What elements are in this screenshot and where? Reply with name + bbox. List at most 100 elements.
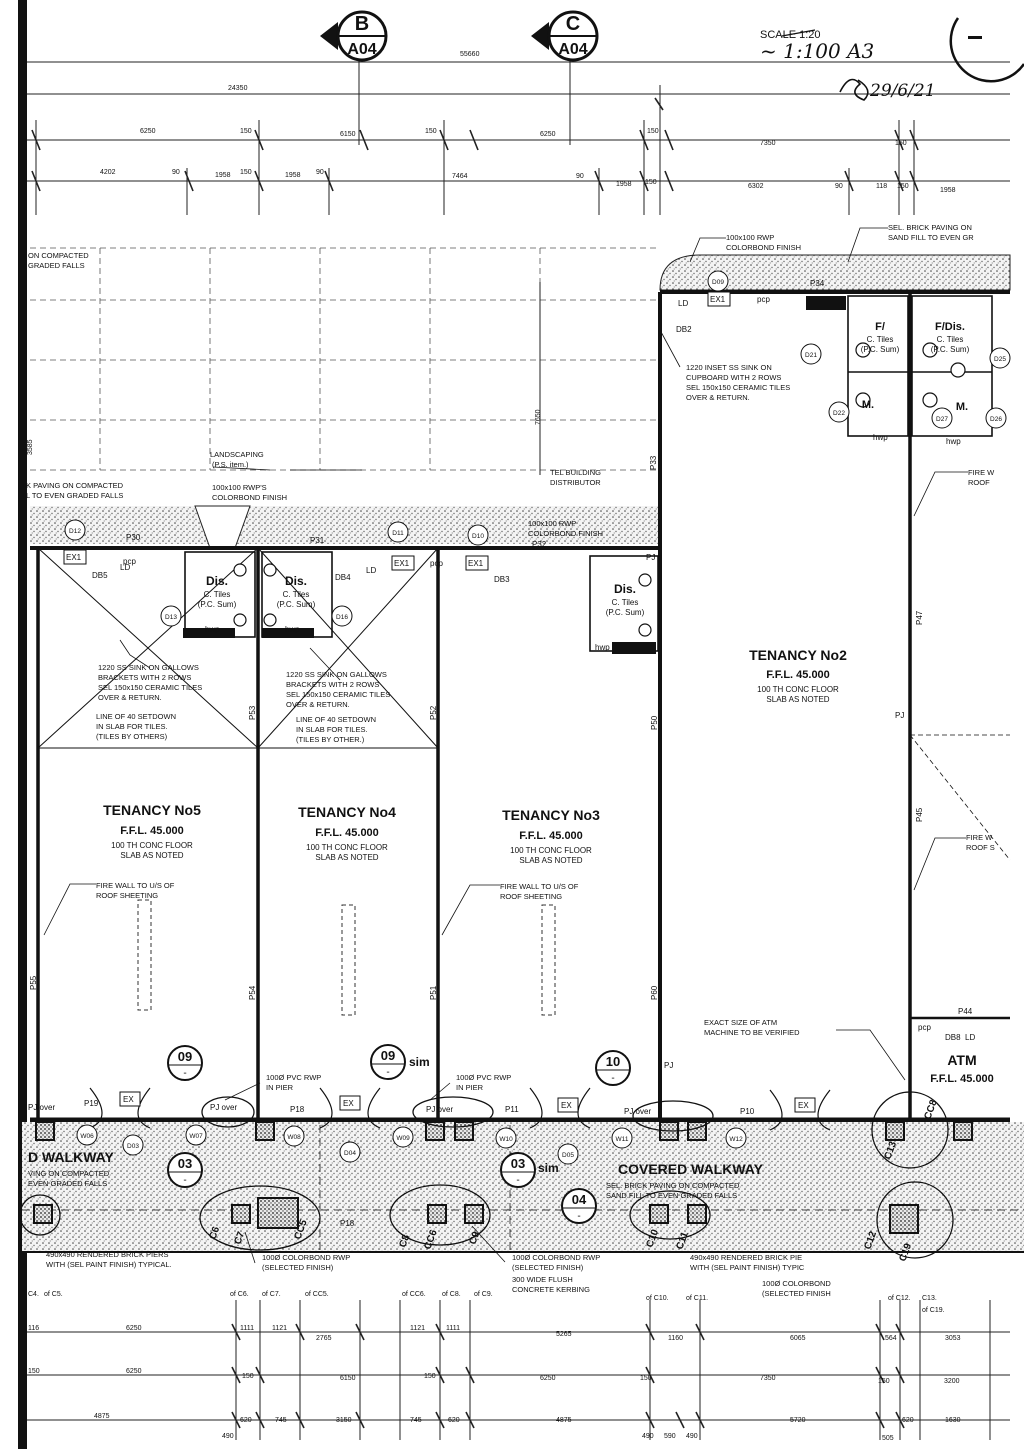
tenancy-labels: TENANCY No5 F.F.L. 45.000 100 TH CONC FL… (103, 647, 994, 1085)
note-fire-2a: FIRE WALL TO U/S OF (500, 882, 579, 891)
bdim-r1-1: 6250 (126, 1325, 142, 1332)
brick-piers (19, 1091, 973, 1259)
svg-text:03: 03 (178, 1156, 192, 1171)
svg-text:D11: D11 (392, 530, 404, 537)
dim-row3-3: 150 (240, 169, 252, 176)
door-tag-d11: D11 (387, 521, 409, 543)
tag-db4: DB4 (335, 573, 351, 582)
note-setdown2-2: IN SLAB FOR TILES. (296, 725, 368, 734)
col-c6: C6 (207, 1225, 222, 1241)
door-tag-d12: D12 (64, 519, 86, 541)
window-tag-w10: W10 (495, 1127, 517, 1149)
bdim-r3-11: 5720 (790, 1417, 806, 1424)
tag-hwp-3: hwp (595, 643, 610, 652)
bdim-r2-5: 6250 (540, 1375, 556, 1382)
svg-text:W07: W07 (189, 1133, 203, 1140)
note-sel-brick-top-1: SEL. BRICK PAVING ON (888, 223, 972, 232)
section-marker-c[interactable]: C A04 (531, 10, 599, 62)
bdim-r3-3: 745 (275, 1417, 287, 1424)
tenancy-4-slab-2: SLAB AS NOTED (315, 853, 378, 862)
tag-ld-1: LD (120, 563, 130, 572)
note-walkway-paving-l1: VING ON COMPACTED (28, 1169, 110, 1178)
tag-p52: P52 (429, 705, 438, 720)
dim-row2-3: 150 (425, 128, 437, 135)
tag-p19: P19 (84, 1099, 99, 1108)
svg-text:D03: D03 (127, 1143, 139, 1150)
dis-label-2: Dis. (285, 574, 307, 588)
tenancy-5-name: TENANCY No5 (103, 802, 201, 818)
dim-row3-0: 4202 (100, 169, 116, 176)
walkway-dashed-lines (22, 1125, 1024, 1252)
tag-pcp-1: pcp (757, 295, 770, 304)
note-sink-g2-2: BRACKETS WITH 2 ROWS (286, 680, 379, 689)
note-cb1-2: (SELECTED FINISH) (262, 1263, 334, 1272)
detail-callouts[interactable]: 09 - 09 - sim 10 - 03 - 03 - sim (167, 1044, 631, 1224)
window-tags: W06 W07 W08 W09 W10 W11 W12 (76, 1124, 747, 1149)
note-fire-2b: ROOF SHEETING (500, 892, 562, 901)
bottom-dim-labels: C4. of C5. of C6. of C7. of CC5. of CC6.… (28, 1291, 961, 1442)
callout-04: 04 - (561, 1188, 597, 1224)
bdim-r3-8: 490 (642, 1433, 654, 1440)
north-point-marker (949, 17, 1024, 83)
tag-ld-4: LD (965, 1033, 975, 1042)
bdim-r2-7: 7350 (760, 1375, 776, 1382)
note-cb2-1: 100Ø COLORBOND RWP (512, 1253, 600, 1262)
initials-date: 29/6/21 (869, 81, 936, 101)
tag-p18-b: P18 (340, 1219, 355, 1228)
callout-10: 10 - (595, 1050, 631, 1086)
svg-text:W10: W10 (499, 1136, 513, 1143)
fire-wall-outline-3 (541, 904, 556, 1016)
note-sink-g2-1: 1220 SS SINK ON GALLOWS (286, 670, 387, 679)
note-rwp-top-1: 100x100 RWP (726, 233, 774, 242)
tiles-label-3a: C. Tiles (612, 598, 639, 607)
svg-text:D12: D12 (69, 528, 81, 535)
tenancy-3-slab-2: SLAB AS NOTED (519, 856, 582, 865)
tiles-label-2a: C. Tiles (283, 590, 310, 599)
bdim-r2-6: 150 (640, 1375, 652, 1382)
bdim-r2-1: 6250 (126, 1368, 142, 1375)
svg-text:D21: D21 (805, 352, 817, 359)
svg-text:D05: D05 (562, 1152, 574, 1159)
tag-p31: P31 (310, 536, 325, 545)
door-tag-d09: D09 (707, 270, 729, 292)
svg-text:09: 09 (178, 1049, 192, 1064)
note-tel-2: DISTRIBUTOR (550, 478, 601, 487)
dis-label-3: Dis. (614, 582, 636, 596)
dim-row2-7: 150 (895, 140, 907, 147)
svg-text:D27: D27 (936, 416, 948, 423)
svg-text:D10: D10 (472, 533, 484, 540)
section-marker-b[interactable]: B A04 (320, 10, 388, 62)
note-setdown1-1: LINE OF 40 SETDOWN (96, 712, 176, 721)
walkway-left-label: D WALKWAY (28, 1149, 114, 1165)
tag-p44: P44 (958, 1007, 973, 1016)
tag-db5: DB5 (92, 571, 108, 580)
window-tag-w07: W07 (185, 1124, 207, 1146)
tag-p34: P34 (810, 279, 825, 288)
drawing-notes: ON COMPACTED GRADED FALLS LANDSCAPING (P… (26, 223, 995, 1298)
note-setdown1-2: IN SLAB FOR TILES. (96, 722, 168, 731)
tenancy-4-ffl: F.F.L. 45.000 (315, 827, 379, 839)
bdim-r3-12: 505 (882, 1435, 894, 1442)
svg-text:03: 03 (511, 1156, 525, 1171)
tag-hwp-2: hwp (285, 625, 300, 634)
tag-pcp-2: pcp (123, 557, 136, 566)
door-tag-d21: D21 (800, 343, 822, 365)
svg-text:D26: D26 (990, 416, 1002, 423)
tiles-label-5b: (P.C. Sum) (931, 345, 970, 354)
note-walkway-paving-1: SEL. BRICK PAVING ON COMPACTED (606, 1181, 740, 1190)
tag-pj-over-4: PJ over (624, 1107, 651, 1116)
dim-row3-14: 1958 (940, 187, 956, 194)
bdim-r1-9: 6065 (790, 1335, 806, 1342)
tag-ex1-3: EX1 (468, 559, 484, 568)
tag-p10: P10 (740, 1107, 755, 1116)
tag-pj-1: PJ (664, 1061, 673, 1070)
callout-09-a: 09 - (167, 1045, 203, 1081)
tag-hwp-4: hwp (873, 433, 888, 442)
svg-text:-: - (516, 1175, 519, 1186)
tenancy-5: TENANCY No5 F.F.L. 45.000 100 TH CONC FL… (103, 802, 201, 860)
bdim-r2-9: 3200 (944, 1378, 960, 1385)
dim-row3-8: 1958 (616, 181, 632, 188)
svg-text:D22: D22 (833, 410, 845, 417)
svg-text:-: - (386, 1067, 389, 1078)
